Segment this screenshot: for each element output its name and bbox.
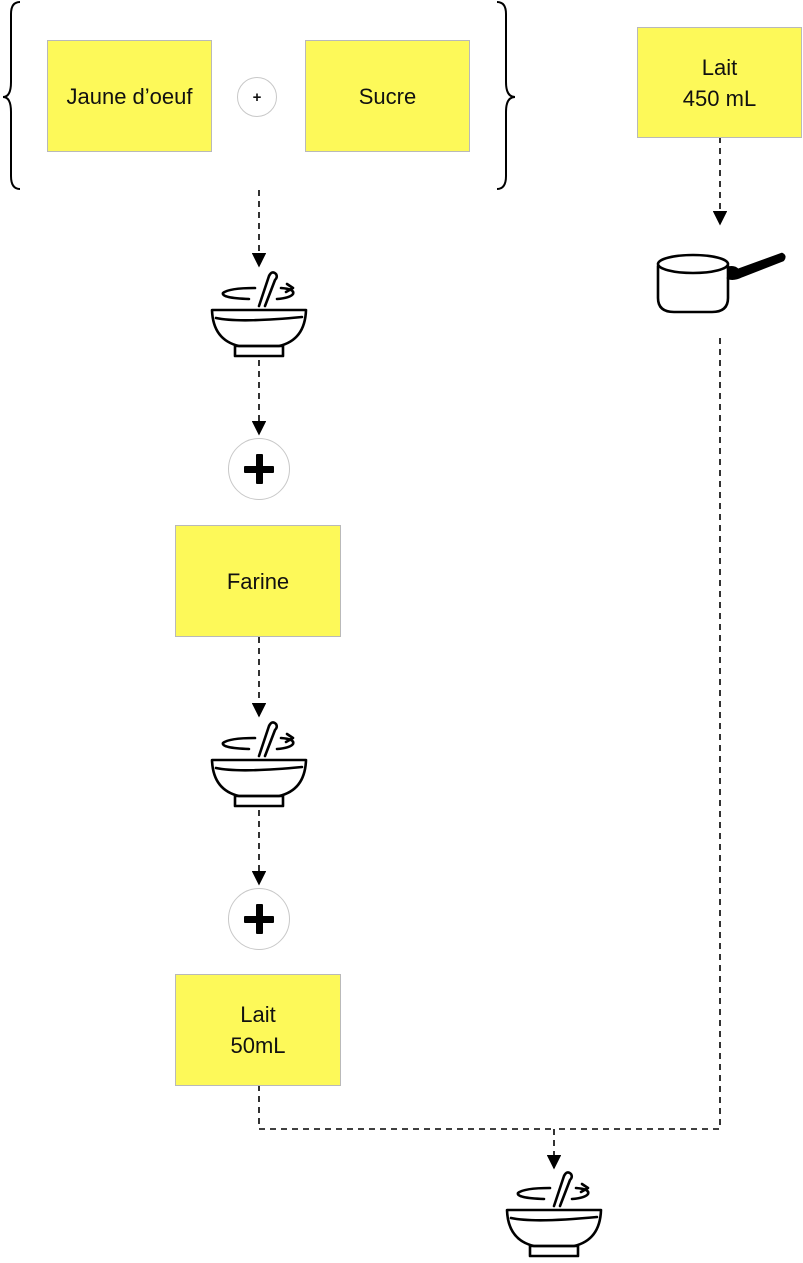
sugar-box: Sucre (305, 40, 470, 152)
milk-small-box: Lait 50mL (175, 974, 341, 1086)
plus-icon: + (237, 77, 277, 117)
sugar-label: Sucre (358, 83, 417, 109)
plus-icon (228, 438, 290, 500)
saucepan-icon (656, 252, 786, 314)
group-bracket-right (496, 1, 516, 190)
egg-yolk-box: Jaune d’oeuf (47, 40, 212, 152)
milk-main-quantity: 450 mL (682, 85, 757, 111)
plus-icon (228, 888, 290, 950)
mixing-bowl-icon (505, 1171, 603, 1258)
flour-box: Farine (175, 525, 341, 637)
group-bracket-left (2, 1, 21, 190)
milk-main-label: Lait (701, 54, 738, 80)
line-milk-small-to-merge (258, 1085, 555, 1130)
mixing-bowl-icon (210, 721, 308, 808)
egg-yolk-label: Jaune d’oeuf (66, 83, 193, 109)
milk-small-quantity: 50mL (230, 1033, 286, 1058)
flour-label: Farine (226, 568, 290, 594)
milk-main-box: Lait 450 mL (637, 27, 802, 138)
milk-small-label: Lait (240, 1002, 276, 1027)
line-pan-to-merge (555, 338, 721, 1130)
mixing-bowl-icon (210, 271, 308, 358)
